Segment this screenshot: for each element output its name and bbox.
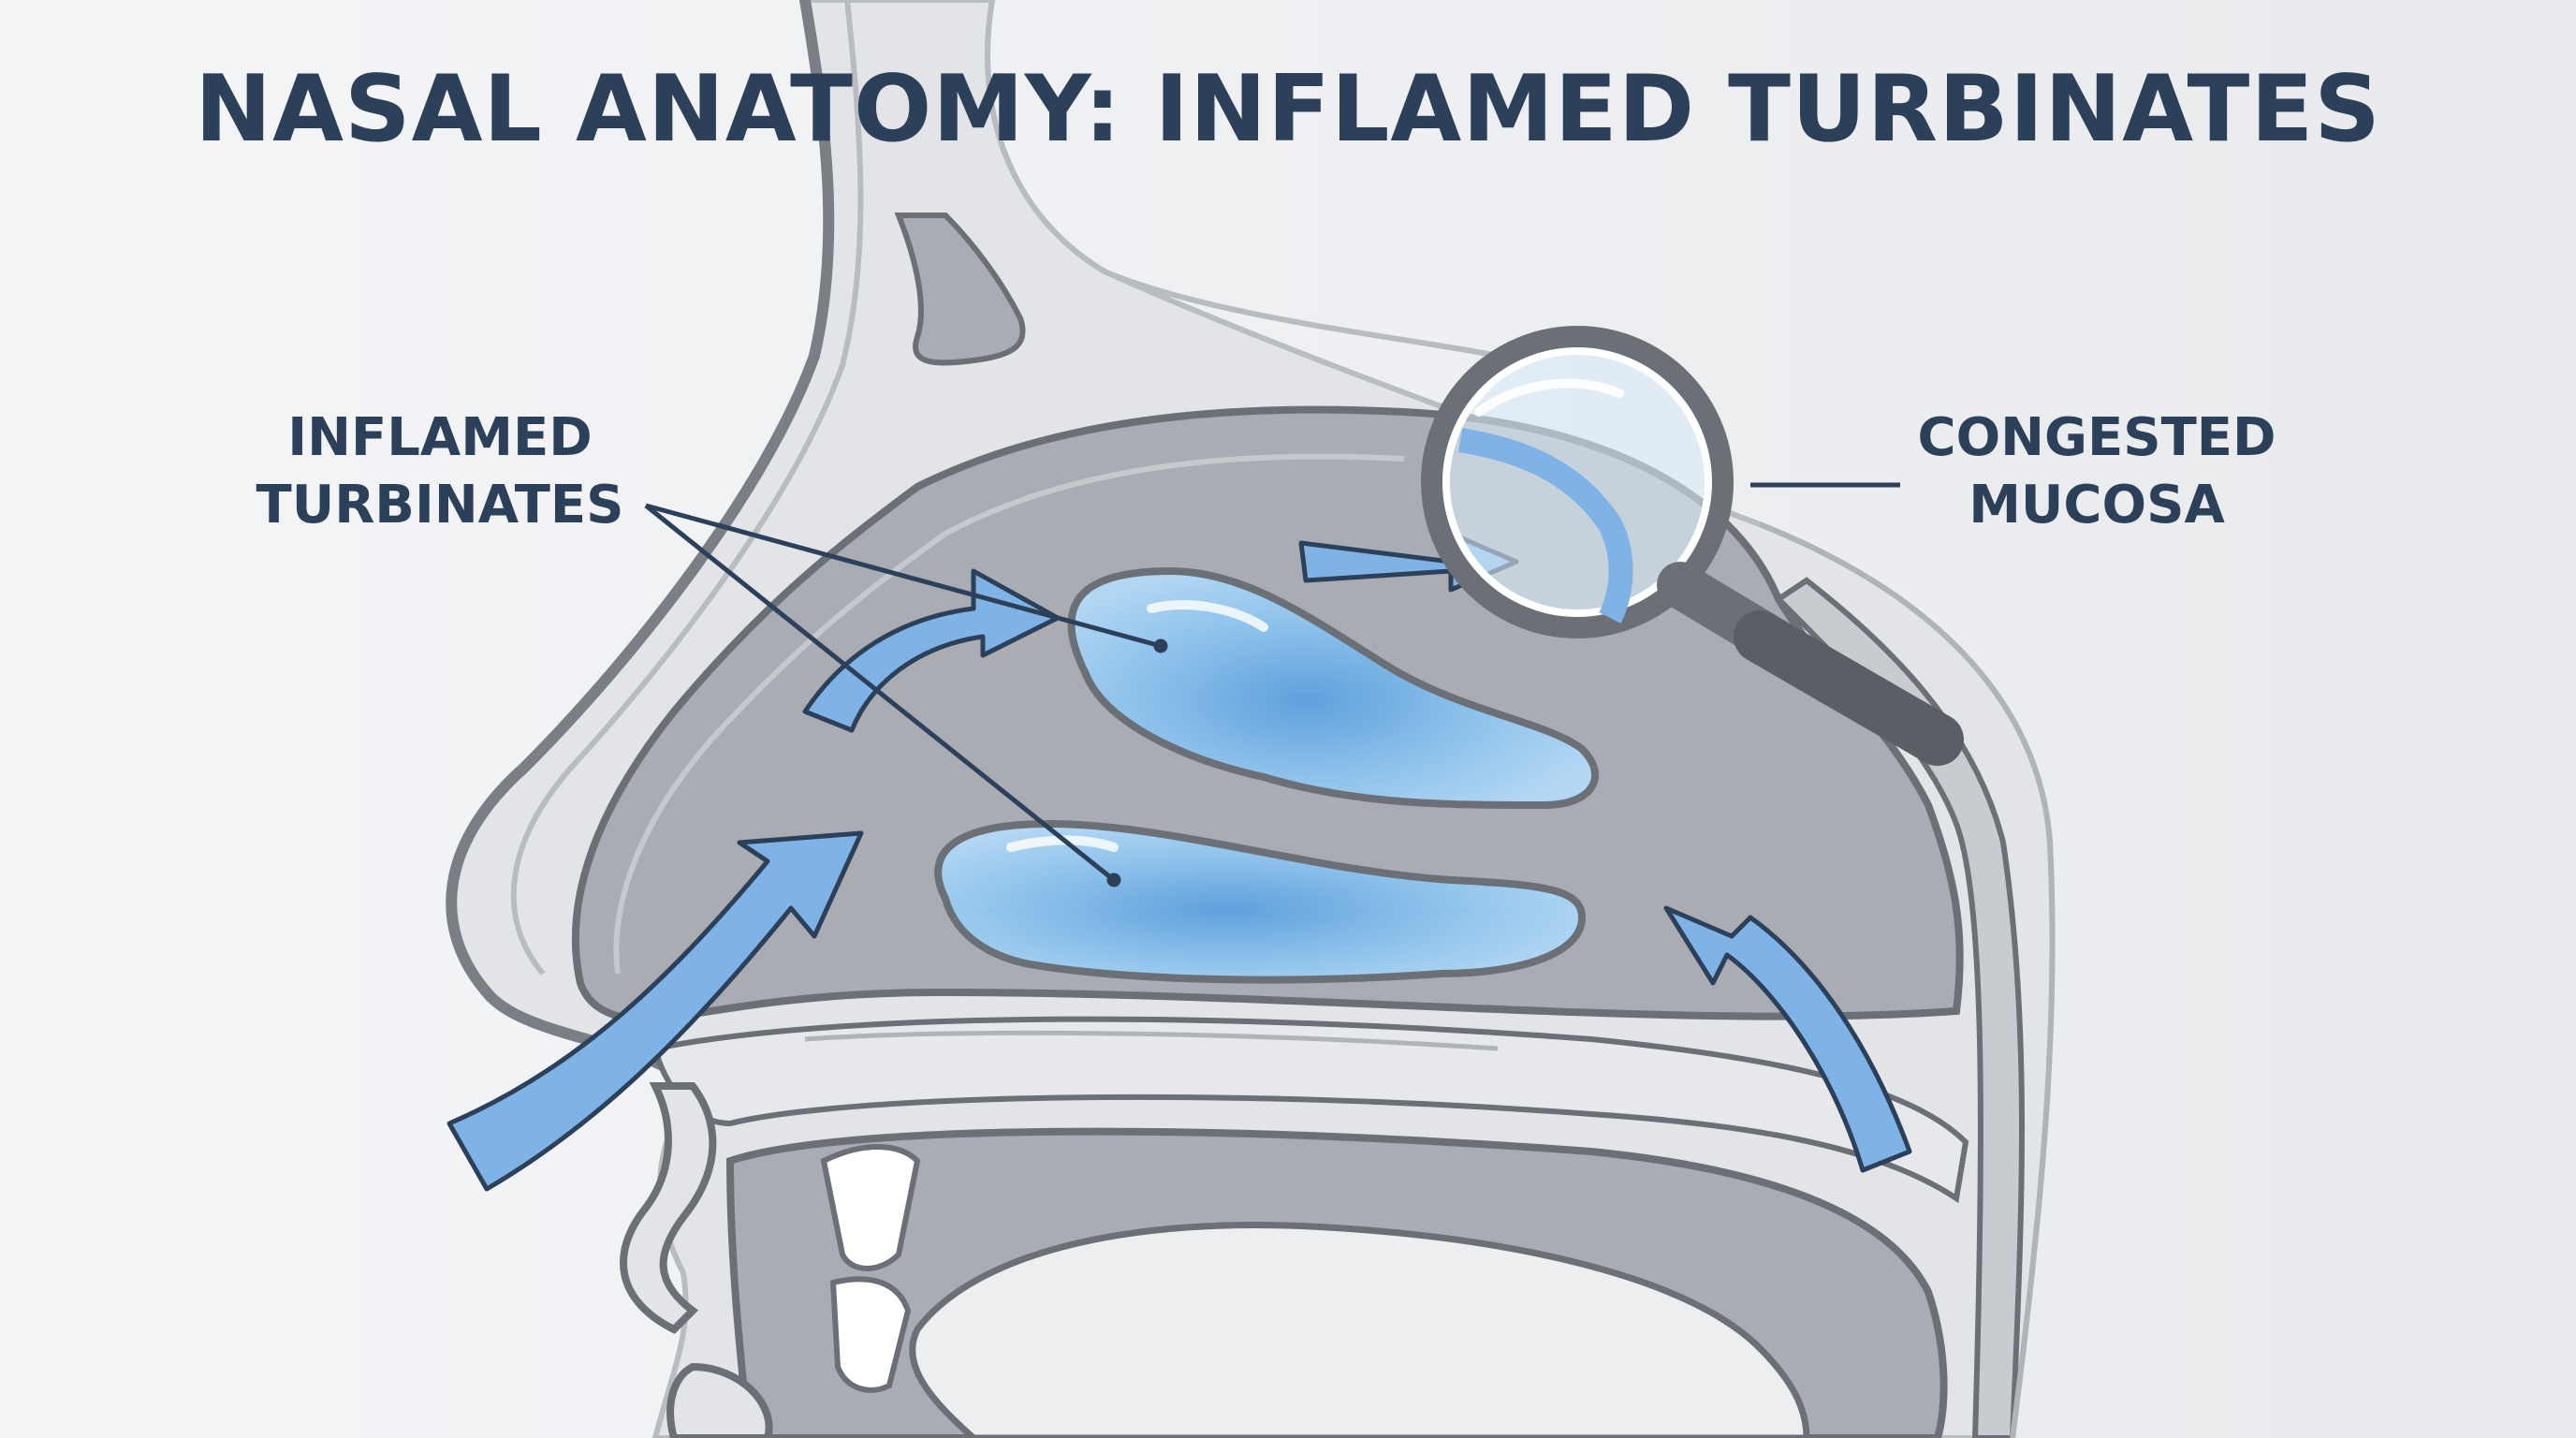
frontal-sinus (894, 213, 1026, 366)
middle-turbinate (1067, 566, 1600, 810)
magnifier-rim (1442, 347, 1712, 617)
pointer-line-middle (645, 503, 1162, 649)
inflamed-turbinates-label: INFLAMED TURBINATES (225, 404, 655, 539)
magnifier-mucosa-detail (1457, 428, 1633, 624)
pointer-line-inferior (644, 504, 1116, 882)
magnifier-glare (1474, 378, 1624, 417)
tooth-upper (820, 1144, 921, 1271)
inflamed-turbinates-label-line2: TURBINATES (256, 475, 624, 536)
inferior-turbinate (934, 819, 1587, 984)
pointer-dot-middle (1153, 638, 1168, 653)
tongue (909, 1222, 1810, 1438)
pointer-dot-inferior (1106, 873, 1121, 888)
congested-mucosa-label: CONGESTED MUCOSA (1900, 404, 2293, 539)
upper-lip (620, 1082, 717, 1334)
magnifier-icon (1421, 326, 1964, 766)
tooth-lower (829, 1276, 912, 1393)
page-title: NASAL ANATOMY: INFLAMED TURBINATES (195, 56, 2381, 163)
middle-turbinate-highlight (1147, 600, 1268, 632)
magnifier-handle-grip (1734, 610, 1964, 766)
outer-neck-line (1758, 521, 2056, 1438)
congested-mucosa-label-line2: MUCOSA (1969, 475, 2225, 536)
inflamed-pointers (644, 503, 1168, 888)
airflow-arrow-back (1663, 905, 1912, 1173)
congested-mucosa-label-line1: CONGESTED (1917, 407, 2276, 468)
nose-outline (446, 0, 835, 1092)
hard-palate (651, 1016, 1969, 1204)
skull-contour (985, 0, 1499, 359)
inflamed-turbinates-label-line1: INFLAMED (287, 407, 593, 468)
airflow-arrow-inlet (446, 830, 864, 1192)
palate-line (804, 1030, 1499, 1051)
nose-inner-outline (510, 0, 864, 976)
nasal-cavity-inner-line (613, 453, 1405, 975)
